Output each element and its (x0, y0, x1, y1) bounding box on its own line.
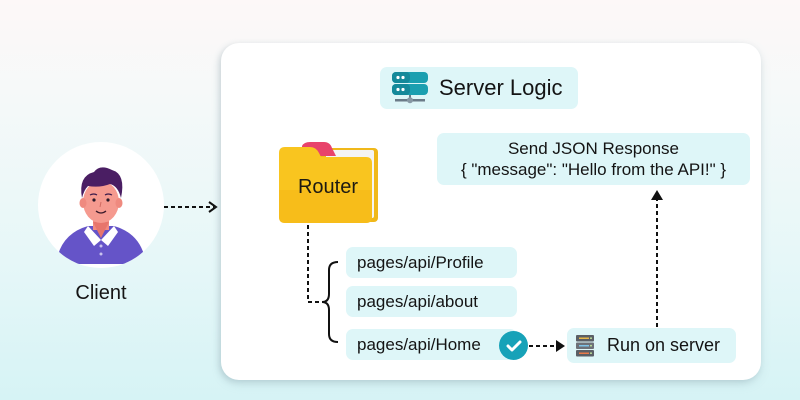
server-rack-icon (392, 72, 428, 104)
selected-check-icon (499, 331, 528, 360)
route-home-label: pages/api/Home (357, 334, 481, 354)
route-profile-label: pages/api/Profile (357, 252, 484, 272)
route-home[interactable]: pages/api/Home (346, 329, 517, 360)
route-about-label: pages/api/about (357, 291, 478, 311)
client-avatar (38, 142, 164, 268)
user-avatar-icon (56, 167, 146, 264)
routes-brace (321, 261, 339, 343)
route-about[interactable]: pages/api/about (346, 286, 517, 317)
json-response-body: { "message": "Hello from the API!" } (460, 160, 727, 179)
server-stack-icon (576, 334, 594, 356)
run-on-server-box: Run on server (567, 328, 736, 363)
client-label: Client (75, 282, 127, 304)
route-profile[interactable]: pages/api/Profile (346, 247, 517, 278)
json-response-box: Send JSON Response { "message": "Hello f… (437, 133, 750, 185)
run-on-server-label: Run on server (607, 335, 721, 355)
json-response-title: Send JSON Response (507, 139, 680, 158)
server-logic-header: Server Logic (380, 67, 578, 109)
server-logic-title: Server Logic (439, 75, 563, 100)
